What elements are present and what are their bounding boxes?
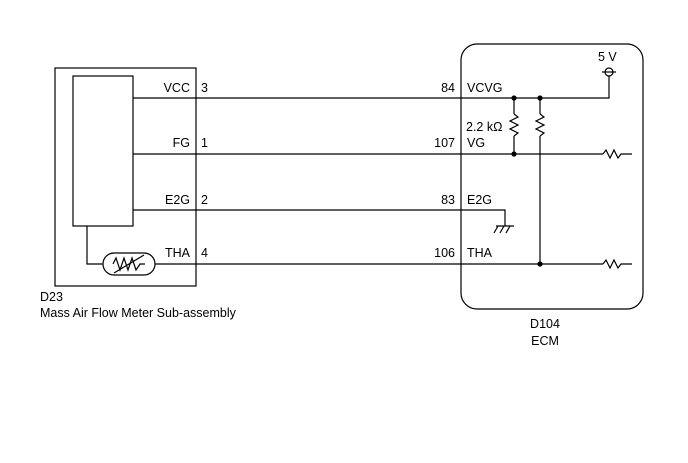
pullup-resistor-value: 2.2 kΩ	[466, 120, 502, 134]
ecm-signal-vg: VG	[467, 136, 485, 150]
supply-voltage-label: 5 V	[598, 50, 617, 64]
ecm-pin-tha: 106	[434, 246, 455, 260]
tha-pullup-resistor-icon	[534, 113, 546, 137]
thermistor-lead	[86, 226, 103, 265]
ecm-signal-e2g: E2G	[467, 193, 492, 207]
ecm-id: D104	[530, 317, 560, 331]
sensor-housing	[54, 67, 197, 287]
sensor-pin-e2g: 2	[201, 193, 208, 207]
sensor-signal-tha: THA	[165, 246, 191, 260]
sensor-name: Mass Air Flow Meter Sub-assembly	[40, 306, 237, 320]
thermistor-zigzag	[112, 256, 145, 272]
sensor-pin-tha: 4	[201, 246, 208, 260]
ground-icon-stroke	[493, 225, 499, 234]
sensor-pin-fg: 1	[201, 136, 208, 150]
sensor-circuit-block	[72, 75, 134, 227]
sensor-id: D23	[40, 290, 63, 304]
ecm-pin-vcvg: 84	[441, 81, 455, 95]
ecm-signal-tha: THA	[467, 246, 493, 260]
e2g-ground-wire	[461, 209, 506, 226]
ecm-signal-vcvg: VCVG	[467, 81, 502, 95]
sensor-signal-fg: FG	[173, 136, 190, 150]
ecm-pin-vg: 107	[434, 136, 455, 150]
ecm-pin-e2g: 83	[441, 193, 455, 207]
vg-input-resistor-icon	[602, 148, 632, 160]
sensor-signal-e2g: E2G	[165, 193, 190, 207]
ground-icon-stroke	[505, 225, 511, 234]
sensor-pin-vcc: 3	[201, 81, 208, 95]
ecm-name: ECM	[531, 334, 559, 348]
pullup-resistor-icon	[508, 113, 520, 137]
ecm-housing	[460, 43, 644, 310]
thermistor-arrow	[113, 254, 145, 274]
supply-wire	[461, 76, 610, 99]
ground-icon-stroke	[499, 225, 505, 234]
tha-input-resistor-icon	[602, 258, 632, 270]
sensor-signal-vcc: VCC	[164, 81, 190, 95]
